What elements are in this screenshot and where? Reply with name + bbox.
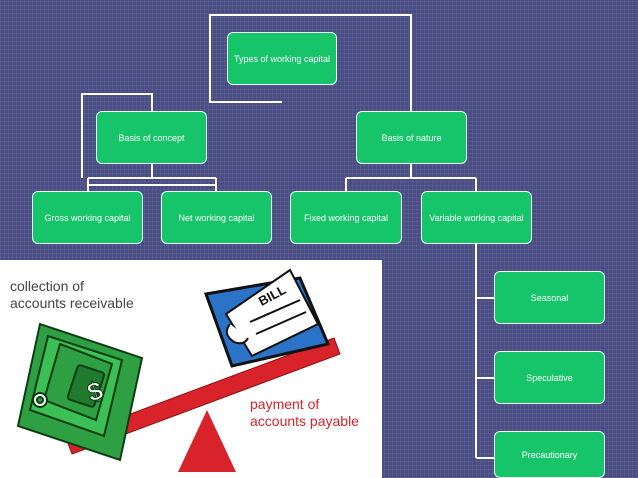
caption-bottom-line-1: payment of bbox=[250, 396, 320, 412]
node-seasonal: Seasonal bbox=[494, 271, 605, 324]
connector-concept-stub bbox=[81, 93, 153, 178]
fulcrum-triangle bbox=[178, 410, 236, 472]
node-fixed-working-capital: Fixed working capital bbox=[290, 191, 402, 244]
node-basis-of-concept: Basis of concept bbox=[96, 111, 207, 164]
seesaw-illustration: $ BILL collection of accounts receivable… bbox=[0, 260, 382, 478]
node-gross-working-capital: Gross working capital bbox=[32, 191, 143, 244]
node-speculative: Speculative bbox=[494, 351, 605, 404]
caption-payment-payable: payment of accounts payable bbox=[250, 396, 359, 430]
seesaw-plank bbox=[65, 337, 341, 455]
caption-bottom-line-2: accounts payable bbox=[250, 413, 359, 429]
caption-top-line-1: collection of bbox=[10, 278, 84, 294]
node-basis-of-nature: Basis of nature bbox=[356, 111, 467, 164]
node-net-working-capital: Net working capital bbox=[161, 191, 272, 244]
connector-root-nature bbox=[282, 14, 412, 111]
node-types-of-working-capital: Types of working capital bbox=[227, 32, 337, 85]
caption-top-line-2: accounts receivable bbox=[10, 295, 134, 311]
bill-card-icon bbox=[203, 268, 331, 368]
caption-collection-receivable: collection of accounts receivable bbox=[10, 278, 134, 312]
node-precautionary: Precautionary bbox=[494, 431, 605, 478]
money-stack-icon bbox=[16, 322, 144, 462]
connector-root-concept bbox=[209, 14, 282, 103]
seesaw-artwork: $ BILL bbox=[16, 268, 341, 472]
node-variable-working-capital: Variable working capital bbox=[421, 191, 532, 244]
